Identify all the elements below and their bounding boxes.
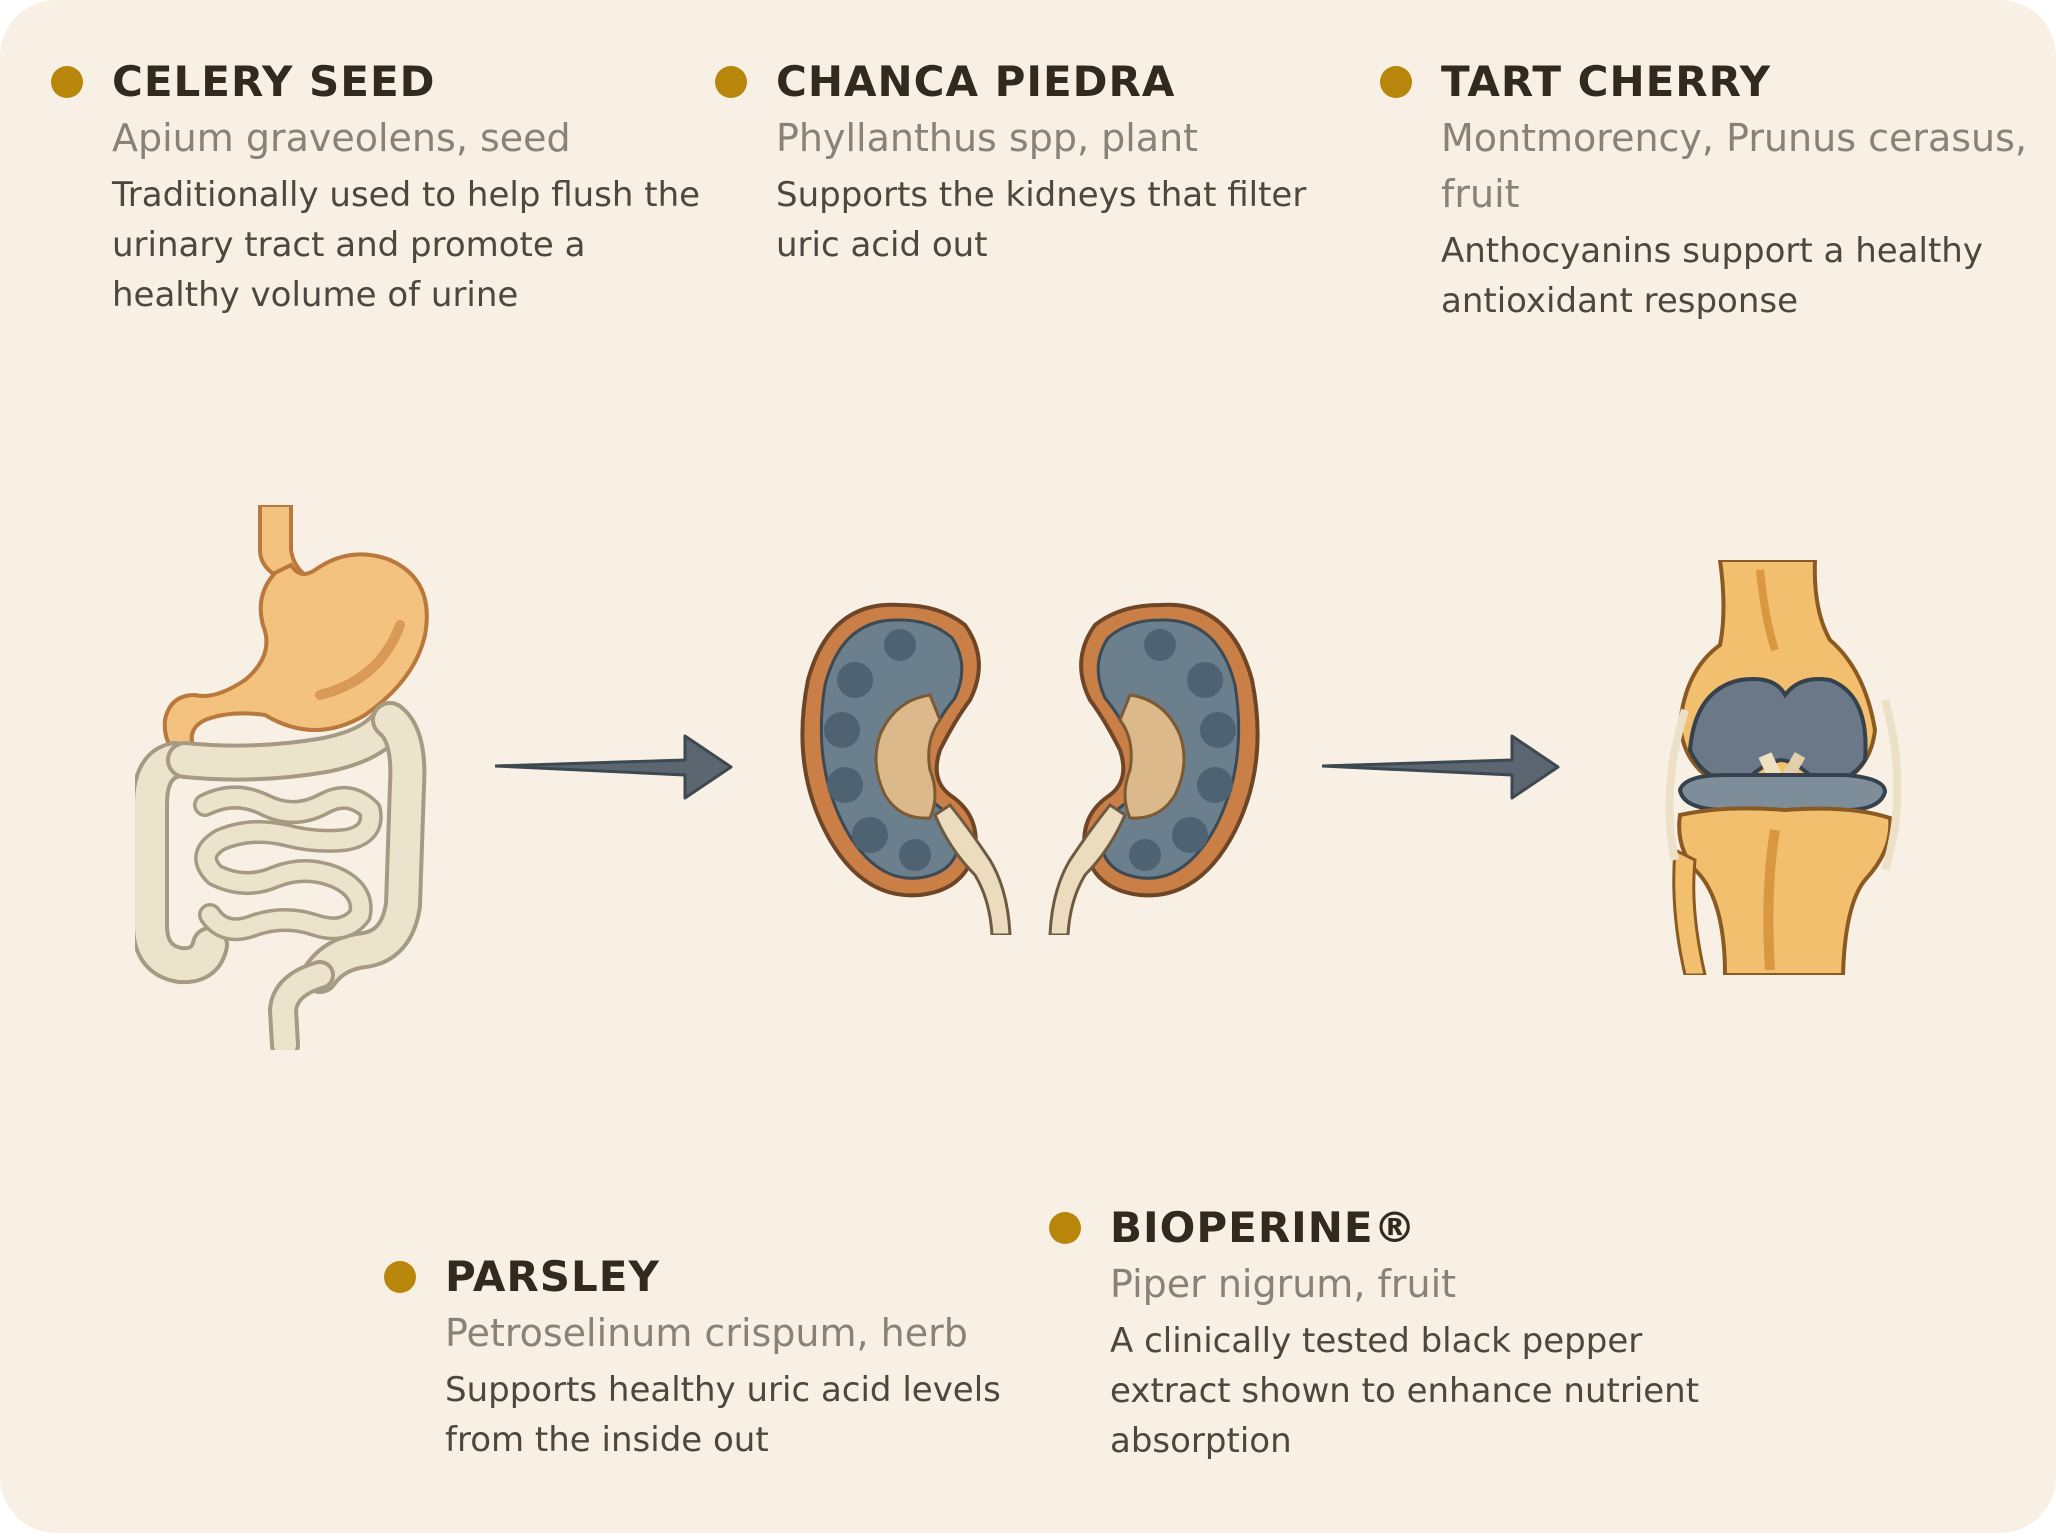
knee-joint-icon [1665, 560, 1902, 975]
ingredient-chanca-piedra: CHANCA PIEDRA Phyllanthus spp, plant Sup… [715, 56, 1376, 270]
ingredient-celery-seed: CELERY SEED Apium graveolens, seed Tradi… [51, 56, 712, 320]
arrow-right-icon [495, 734, 733, 800]
bullet-dot-icon [51, 66, 83, 98]
ingredient-description: Supports healthy uric acid levels from t… [445, 1370, 1001, 1460]
ingredient-name: CHANCA PIEDRA [776, 57, 1176, 106]
ingredient-latin-name: Phyllanthus spp, plant [776, 116, 1199, 160]
ingredient-description: Traditionally used to help flush the uri… [112, 175, 701, 315]
bullet-dot-icon [715, 66, 747, 98]
bullet-dot-icon [1049, 1212, 1081, 1244]
kidneys-icon [800, 602, 1260, 935]
ingredient-name: PARSLEY [445, 1252, 660, 1301]
ingredient-description: Anthocyanins support a healthy antioxida… [1441, 231, 1983, 321]
ingredient-parsley: PARSLEY Petroselinum crispum, herb Suppo… [384, 1251, 1045, 1465]
arrow-right-icon [1322, 734, 1560, 800]
ingredient-latin-name: Petroselinum crispum, herb [445, 1311, 968, 1355]
stomach-intestines-icon [135, 505, 429, 1050]
ingredient-description: A clinically tested black pepper extract… [1110, 1321, 1700, 1461]
ingredient-name: BIOPERINE® [1110, 1203, 1417, 1252]
bullet-dot-icon [384, 1261, 416, 1293]
bullet-dot-icon [1380, 66, 1412, 98]
ingredient-name: CELERY SEED [112, 57, 436, 106]
ingredient-tart-cherry: TART CHERRY Montmorency, Prunus cerasus,… [1380, 56, 2031, 326]
ingredient-latin-name: Piper nigrum, fruit [1110, 1262, 1457, 1306]
ingredient-description: Supports the kidneys that filter uric ac… [776, 175, 1307, 265]
ingredient-latin-name: Montmorency, Prunus cerasus, fruit [1441, 116, 2028, 216]
ingredient-latin-name: Apium graveolens, seed [112, 116, 571, 160]
ingredient-name: TART CHERRY [1441, 57, 1772, 106]
ingredient-bioperine: BIOPERINE® Piper nigrum, fruit A clinica… [1049, 1202, 1710, 1466]
